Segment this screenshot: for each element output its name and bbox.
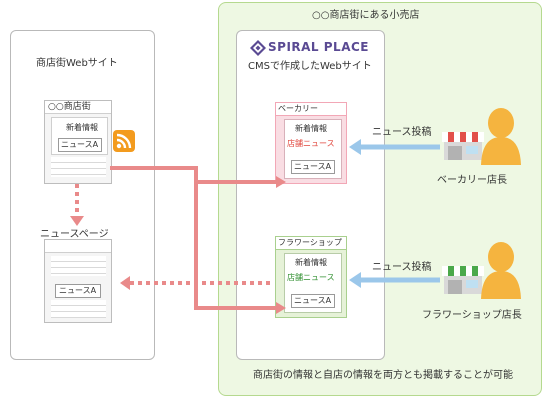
dashed-arrow-head-down — [70, 216, 84, 226]
footer-note: 商店街の情報と自店の情報を両方とも掲載することが可能 — [253, 370, 513, 381]
page-tab-label: ○○商店街 — [48, 102, 91, 112]
shopping-street-site-title: 商店街Webサイト — [36, 58, 118, 69]
bakery-news-item-label: ニュースA — [294, 162, 332, 171]
red-arrow-to-flower — [194, 168, 278, 310]
flower-shop-post-label: ニュース投稿 — [372, 262, 432, 273]
bakery-post-label: ニュース投稿 — [372, 127, 432, 138]
spiral-place-logo-text: SPIRAL PLACE — [268, 40, 369, 54]
bakery-storefront-icon — [440, 128, 486, 162]
news-page-item-box: ニュースA — [55, 284, 101, 298]
bakery-manager-icon — [478, 107, 524, 165]
flower-shop-store-news: 店舗ニュース — [287, 273, 335, 282]
news-page: ニュースA — [44, 239, 112, 323]
news-page-header — [45, 240, 111, 253]
bakery-page: ベーカリー 新着情報 店舗ニュース ニュースA — [275, 102, 347, 184]
bakery-news-item-box: ニュースA — [291, 160, 335, 174]
page-body-lines — [51, 157, 106, 177]
red-arrow-head-bakery — [276, 176, 286, 188]
flower-shop-page-tab: フラワーショップ — [278, 238, 342, 247]
bakery-page-tab: ベーカリー — [278, 104, 318, 113]
blue-arrow-head-flower — [349, 272, 361, 288]
blue-arrow-head-bakery — [349, 139, 361, 155]
flower-shop-news-widget: 新着情報 店舗ニュース ニュースA — [284, 253, 342, 313]
flower-shop-page: フラワーショップ 新着情報 店舗ニュース ニュースA — [275, 236, 347, 318]
bakery-news-widget: 新着情報 店舗ニュース ニュースA — [284, 119, 342, 179]
page-header: ○○商店街 — [45, 101, 111, 114]
news-widget: 新着情報 ニュースA — [51, 117, 108, 155]
news-page-label: ニュースページ — [40, 229, 109, 240]
news-item-label: ニュースA — [61, 140, 99, 149]
retail-stores-title: ○○商店街にある小売店 — [312, 10, 420, 21]
spiral-place-logo-icon — [250, 40, 266, 56]
cms-site-label: CMSで作成したWebサイト — [248, 61, 372, 72]
flower-shop-news-item-box: ニュースA — [291, 294, 335, 308]
news-page-lines-bottom — [51, 300, 106, 318]
flower-shop-page-header: フラワーショップ — [276, 237, 346, 250]
flower-shop-news-item-label: ニュースA — [294, 296, 332, 305]
news-page-item-label: ニュースA — [59, 286, 97, 295]
dashed-arrow-head-left — [120, 276, 130, 290]
bakery-store-news: 店舗ニュース — [287, 139, 335, 148]
shopping-street-page: ○○商店街 新着情報 ニュースA — [44, 100, 112, 184]
flower-shop-storefront-icon — [440, 262, 486, 296]
flower-shop-news-header: 新着情報 — [295, 258, 327, 267]
news-header: 新着情報 — [66, 123, 98, 132]
bakery-manager-label: ベーカリー店長 — [437, 175, 507, 186]
news-page-lines-top — [51, 256, 106, 276]
bakery-page-header: ベーカリー — [276, 103, 346, 116]
rss-icon — [113, 130, 135, 152]
news-item-box: ニュースA — [58, 138, 102, 152]
flower-shop-manager-icon — [478, 241, 524, 299]
flower-shop-manager-label: フラワーショップ店長 — [422, 310, 522, 321]
bakery-news-header: 新着情報 — [295, 124, 327, 133]
red-arrow-head-flower — [276, 302, 286, 314]
